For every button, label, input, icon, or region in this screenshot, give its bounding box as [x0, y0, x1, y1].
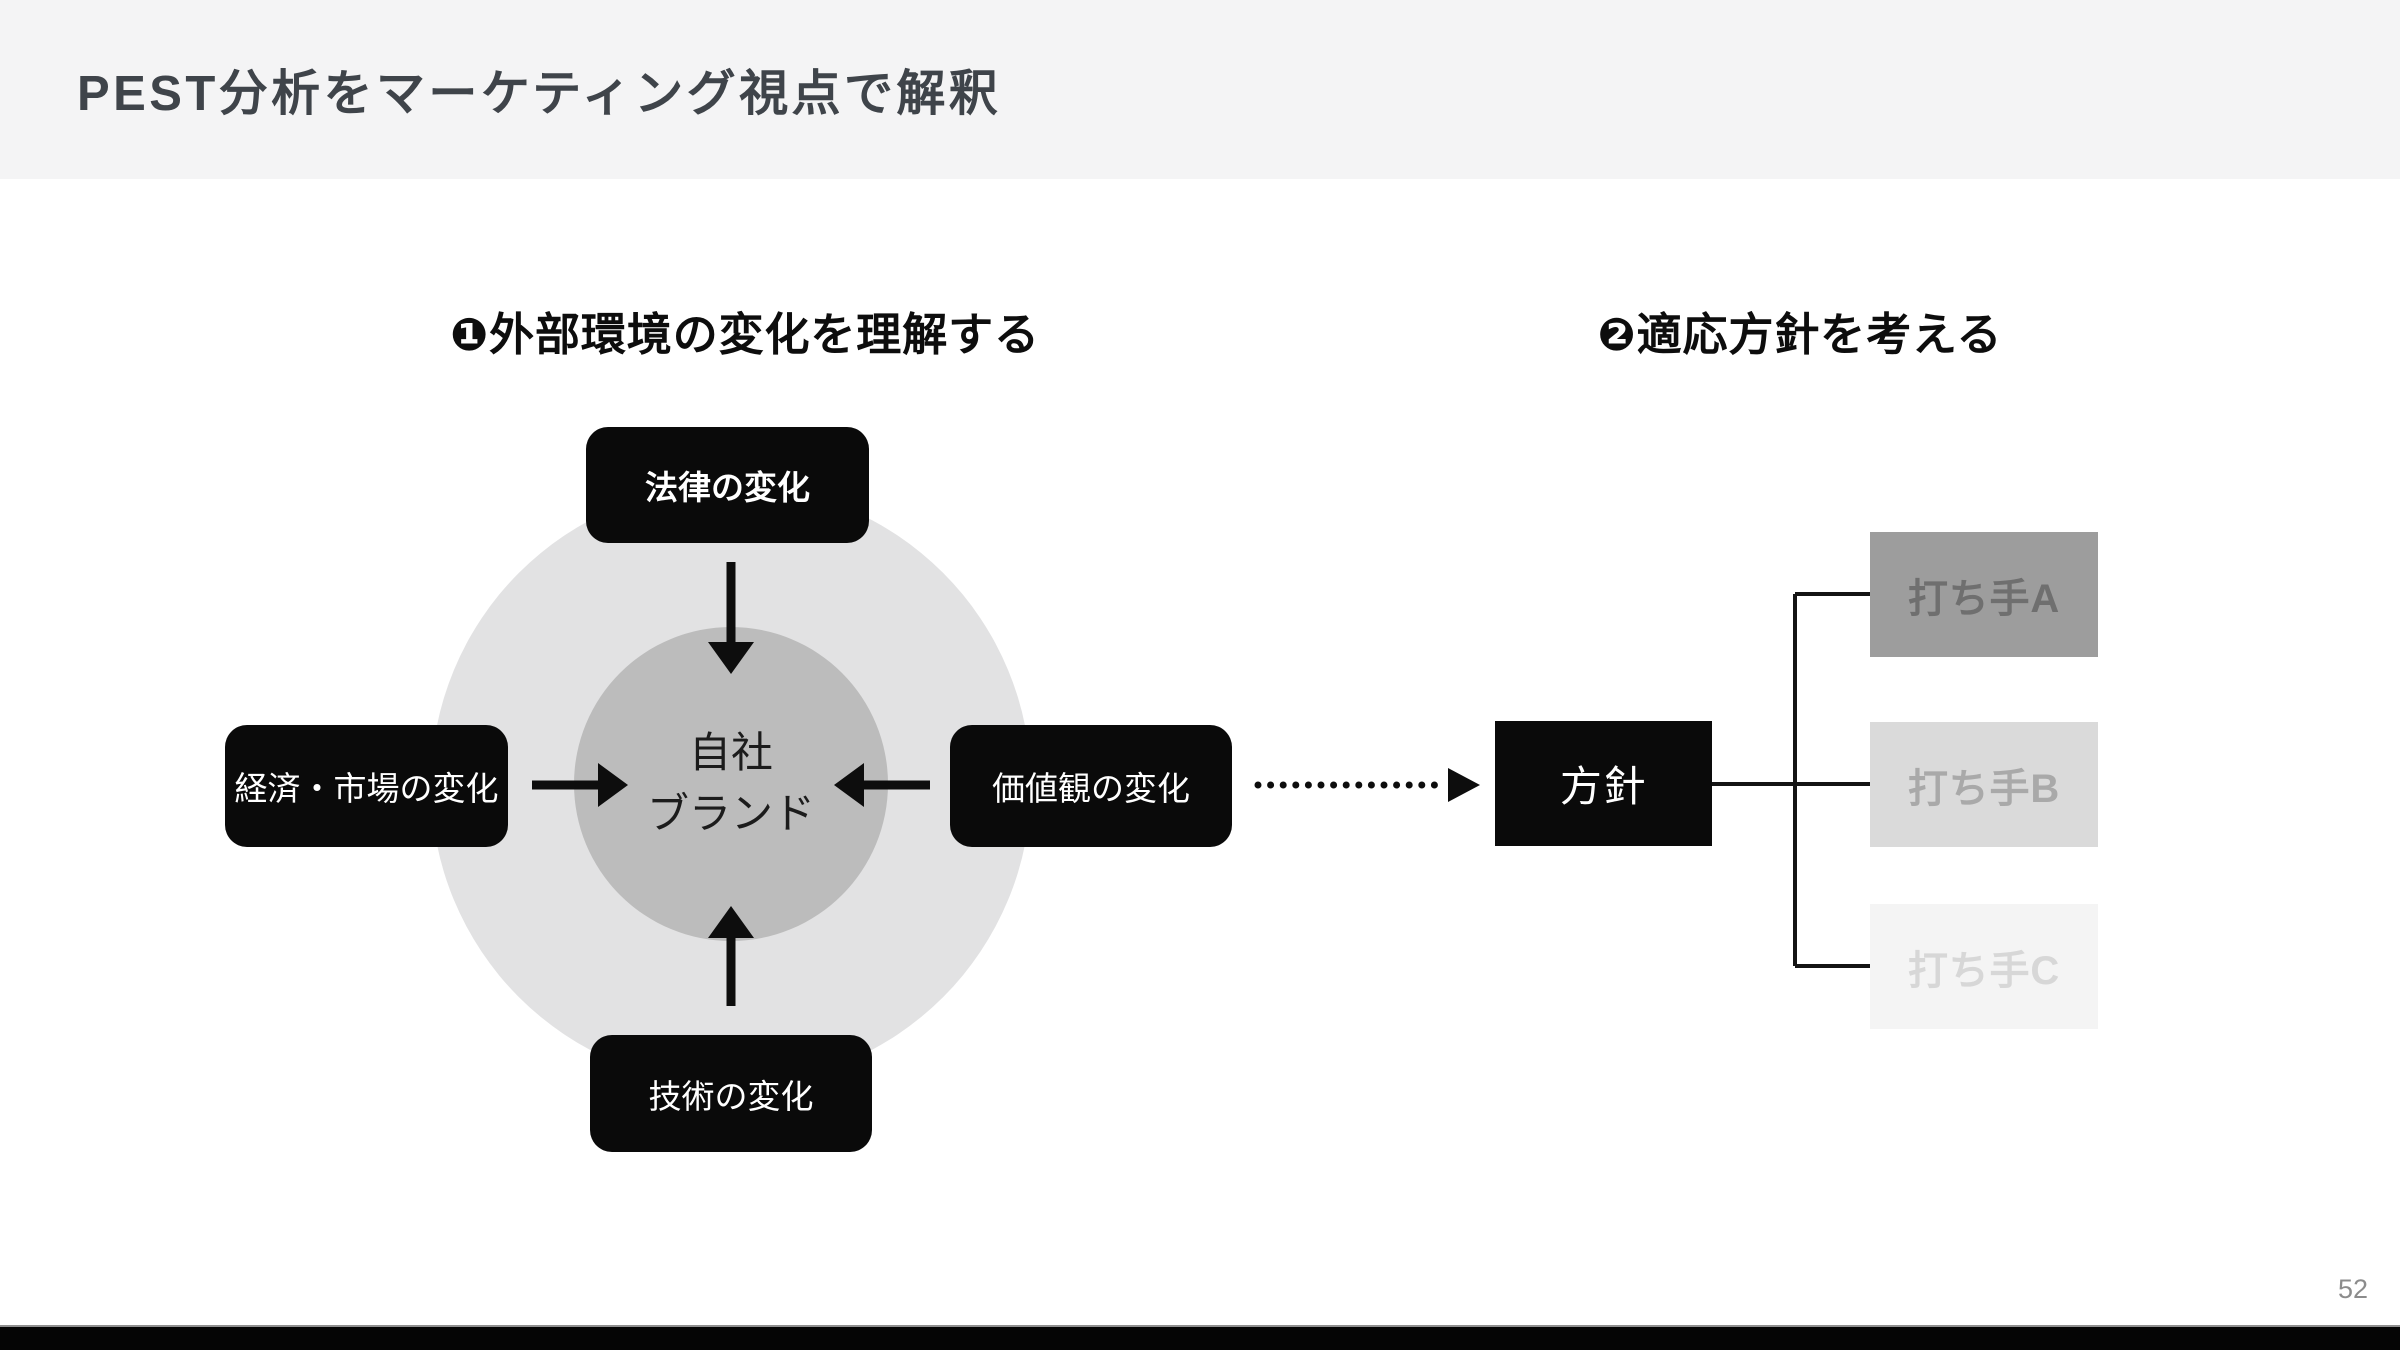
measure-box-b: 打ち手B — [1870, 722, 2098, 847]
left-inward-arrow — [532, 763, 628, 807]
right-inward-arrow — [834, 763, 930, 807]
measure-box-a: 打ち手A — [1870, 532, 2098, 657]
own-brand-label-line1: 自社 — [688, 729, 773, 777]
section-heading-adaptation-policy: ❷適応方針を考える — [1597, 309, 2003, 360]
bottom-inward-arrow — [708, 906, 754, 1006]
own-brand-label-line2: ブランド — [646, 790, 815, 837]
page-number: 52 — [2337, 1274, 2368, 1304]
measure-box-c: 打ち手C — [1870, 904, 2098, 1029]
policy-box: 方針 — [1495, 721, 1712, 846]
slide-title: PEST分析をマーケティング視点で解釈 — [77, 67, 1002, 121]
slide-header: PEST分析をマーケティング視点で解釈 — [0, 0, 2400, 179]
factor-box-technology: 技術の変化 — [590, 1035, 872, 1152]
section-heading-external-change: ❶外部環境の変化を理解する — [450, 309, 1040, 360]
factor-box-values: 価値観の変化 — [950, 725, 1232, 847]
top-inward-arrow — [708, 562, 754, 674]
policy-measure-connector — [1712, 592, 1870, 968]
footer-bar — [0, 1325, 2400, 1350]
factor-box-economy-market: 経済・市場の変化 — [225, 725, 508, 847]
factor-box-law: 法律の変化 — [586, 427, 869, 543]
dotted-arrow-to-policy — [1254, 768, 1480, 802]
